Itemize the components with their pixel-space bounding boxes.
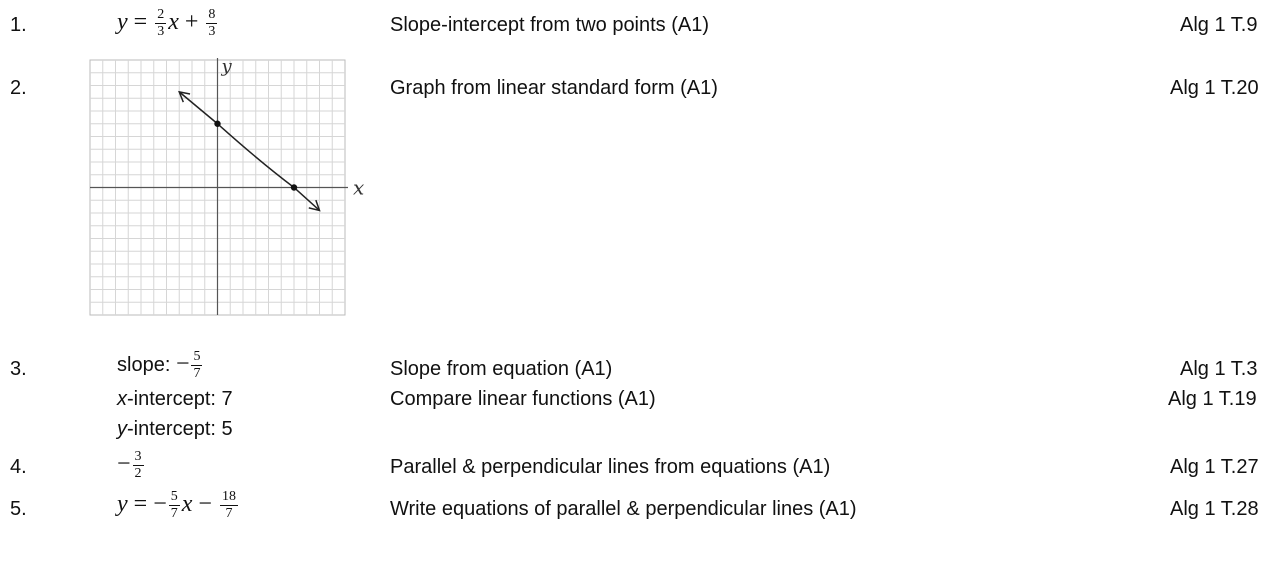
answer-2-graph: x y — [89, 58, 364, 316]
topic-5: Write equations of parallel & perpendicu… — [390, 498, 857, 520]
item-number-5: 5. — [10, 498, 27, 520]
answer-5-lhs: y — [117, 491, 128, 518]
fraction-numerator: 5 — [168, 489, 180, 506]
fraction-numerator: 2 — [155, 7, 167, 24]
answer-3-x-intercept: x-intercept: 7 — [117, 388, 233, 411]
fraction-denominator: 7 — [225, 506, 233, 521]
fraction-denominator: 3 — [157, 24, 165, 39]
answer-1-var: x — [168, 9, 179, 36]
item-number-3: 3. — [10, 358, 27, 380]
answer-3-y-intercept: y-intercept: 5 — [117, 418, 233, 441]
answer-5-eq: = — [133, 491, 148, 518]
topic-3: Slope from equation (A1) — [390, 358, 613, 380]
y-intercept-text: -intercept: 5 — [127, 418, 233, 440]
fraction-denominator: 7 — [193, 366, 201, 381]
graph-arrowhead-end — [308, 199, 321, 212]
graph-point — [214, 120, 221, 127]
graph-arrowhead-start — [178, 90, 191, 103]
graph-x-label: x — [353, 176, 364, 200]
answer-5-var: x — [181, 491, 193, 518]
x-intercept-text: -intercept: 7 — [127, 388, 233, 410]
answer-1-lhs: y — [117, 9, 128, 36]
answer-3-slope-label: slope: — [117, 353, 171, 376]
fraction-numerator: 3 — [132, 449, 144, 466]
item-number-1: 1. — [10, 14, 27, 36]
x-intercept-var: x — [117, 388, 127, 410]
fraction-denominator: 7 — [170, 506, 178, 521]
answer-1-op: + — [184, 9, 199, 36]
topic-1: Slope-intercept from two points (A1) — [390, 14, 710, 36]
code-5: Alg 1 T.28 — [1170, 498, 1259, 520]
fraction-numerator: 18 — [219, 489, 238, 506]
fraction-denominator: 2 — [134, 466, 142, 481]
item-number-4: 4. — [10, 456, 27, 478]
fraction-numerator: 5 — [191, 349, 203, 366]
graph-line — [178, 91, 321, 212]
fraction-numerator: 8 — [206, 7, 218, 24]
topic-3b: Compare linear functions (A1) — [390, 388, 656, 410]
answer-1-eq: = — [133, 9, 148, 36]
y-intercept-var: y — [117, 418, 127, 440]
code-3b: Alg 1 T.19 — [1168, 388, 1257, 410]
topic-4: Parallel & perpendicular lines from equa… — [390, 456, 831, 478]
graph-y-label: y — [221, 58, 233, 77]
code-1: Alg 1 T.9 — [1180, 14, 1258, 36]
answer-5-sign: − — [153, 491, 167, 518]
graph-point — [290, 184, 298, 191]
code-4: Alg 1 T.27 — [1170, 456, 1259, 478]
answer-3-slope-sign: − — [175, 350, 190, 377]
answer-4-sign: − — [117, 450, 131, 477]
fraction-denominator: 3 — [208, 24, 216, 39]
code-2: Alg 1 T.20 — [1170, 77, 1259, 99]
item-number-2: 2. — [10, 77, 27, 99]
topic-2: Graph from linear standard form (A1) — [390, 77, 718, 99]
answer-5-op: − — [198, 491, 212, 518]
code-3: Alg 1 T.3 — [1180, 358, 1258, 380]
